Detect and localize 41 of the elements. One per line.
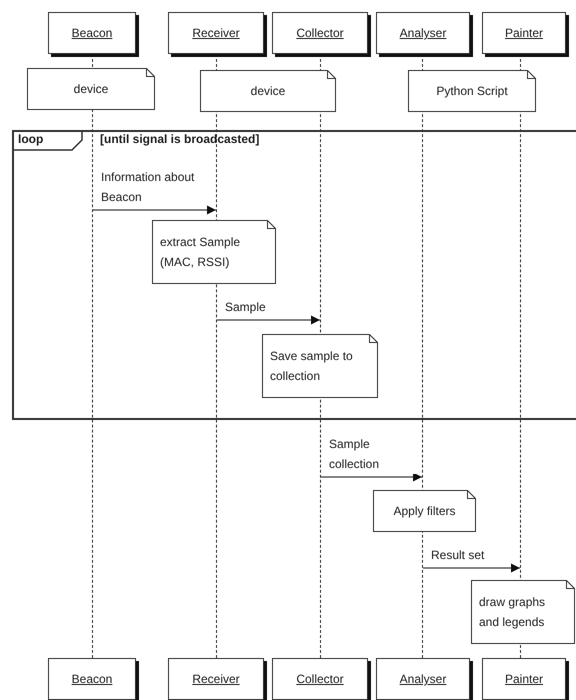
note-box xyxy=(262,334,378,398)
participant-name: Painter xyxy=(504,26,544,40)
participant-name: Collector xyxy=(296,672,344,686)
note-box xyxy=(152,220,276,284)
participant-box xyxy=(272,12,368,54)
loop-frame xyxy=(12,130,576,420)
message-arrow xyxy=(216,316,320,324)
participant-name: Receiver xyxy=(192,26,240,40)
message-arrow xyxy=(422,564,520,572)
note-box xyxy=(408,70,536,112)
participant-box xyxy=(48,12,136,54)
loop-keyword: loop xyxy=(18,132,44,146)
note-box xyxy=(27,68,155,110)
participant-name: Receiver xyxy=(192,672,240,686)
participant-box xyxy=(376,658,470,700)
participant-name: Analyser xyxy=(400,26,446,40)
participant-box xyxy=(168,12,264,54)
note-text: Apply filters xyxy=(393,503,456,520)
participant-box xyxy=(376,12,470,54)
note-box xyxy=(471,580,575,644)
participant-name: Beacon xyxy=(72,26,112,40)
note-text: device xyxy=(250,83,286,100)
message-arrow xyxy=(92,206,216,214)
note-text: draw graphs and legends xyxy=(479,594,546,631)
participant-name: Analyser xyxy=(400,672,446,686)
loop-condition: [until signal is broadcasted] xyxy=(100,132,260,146)
participant-name: Collector xyxy=(296,26,344,40)
note-text: device xyxy=(74,81,108,98)
note-box xyxy=(200,70,336,112)
note-text: extract Sample (MAC, RSSI) xyxy=(160,234,242,271)
note-text: Python Script xyxy=(436,83,508,100)
participant-box xyxy=(168,658,264,700)
participant-name: Beacon xyxy=(72,672,112,686)
message-arrow xyxy=(320,472,422,482)
note-box xyxy=(373,490,476,532)
participant-box xyxy=(482,12,566,54)
participant-box xyxy=(48,658,136,700)
note-text: Save sample to collection xyxy=(270,348,354,385)
participant-box xyxy=(482,658,566,700)
participant-name: Painter xyxy=(504,672,544,686)
participant-box xyxy=(272,658,368,700)
